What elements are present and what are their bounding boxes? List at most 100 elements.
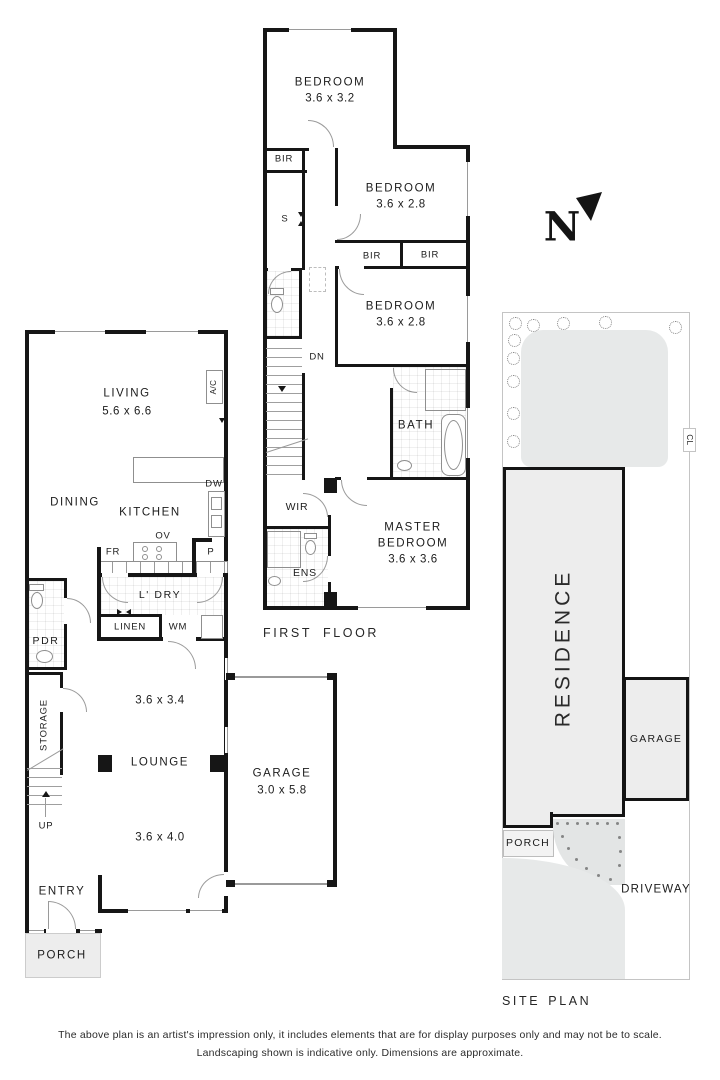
wall	[98, 614, 162, 617]
dn-label: DN	[309, 351, 325, 363]
wall	[335, 364, 470, 367]
door-opening	[60, 688, 63, 712]
wall	[196, 637, 228, 641]
lawn-area	[521, 330, 668, 467]
site-boundary	[502, 312, 690, 980]
wall	[302, 373, 305, 480]
wall	[263, 526, 331, 529]
north-letter: N	[543, 203, 581, 251]
wall	[97, 637, 163, 641]
window	[55, 329, 105, 335]
kitchen-label: KITCHEN	[119, 506, 181, 519]
residence-footprint	[503, 467, 625, 817]
first-floor-caption: FIRST FLOOR	[263, 626, 380, 640]
ac-unit	[206, 370, 223, 404]
window	[190, 908, 222, 914]
window	[225, 727, 231, 753]
wall	[393, 145, 470, 149]
staircase-up	[27, 768, 62, 812]
tree-icon	[557, 317, 570, 330]
pantry-label: P	[207, 546, 215, 558]
residence-footprint-step	[503, 812, 553, 828]
cl-label: CL	[685, 434, 694, 446]
lounge-dims-a: 3.6 x 3.4	[135, 694, 185, 707]
wall	[400, 243, 403, 269]
linen-label: LINEN	[114, 621, 146, 633]
wall	[159, 614, 162, 640]
ac-label: A/C	[209, 379, 218, 395]
wall	[299, 270, 302, 338]
toilet	[271, 296, 283, 313]
door-opening	[339, 266, 364, 269]
wall-stub	[226, 880, 235, 887]
site-plan-caption: SITE PLAN	[502, 994, 592, 1008]
door-mark-icon	[298, 221, 304, 226]
window	[465, 408, 471, 458]
window	[146, 329, 198, 335]
wall-stub	[324, 592, 337, 607]
tree-icon	[527, 319, 540, 332]
wall	[328, 480, 331, 607]
window	[225, 658, 231, 680]
wall-stub	[226, 673, 235, 680]
ov-label: OV	[155, 530, 171, 542]
stair-arrow-icon	[278, 386, 286, 392]
wall	[60, 672, 63, 775]
wm-label: WM	[168, 621, 188, 633]
cooktop-burner	[142, 546, 148, 552]
column	[210, 755, 224, 772]
laundry-label: L' DRY	[138, 588, 182, 601]
door-arc	[48, 901, 76, 929]
cl-marker	[683, 428, 696, 452]
wall	[466, 145, 470, 610]
door-mark-icon	[219, 418, 225, 423]
tree-icon	[669, 321, 682, 334]
door-opening	[328, 493, 331, 515]
cooktop	[133, 542, 177, 562]
door-arc	[308, 120, 334, 147]
site-porch	[503, 830, 554, 857]
master-bedroom-label: BEDROOM	[377, 537, 449, 550]
door-opening	[328, 556, 331, 582]
wall	[263, 336, 302, 339]
site-garage-label: GARAGE	[629, 732, 683, 745]
toilet	[31, 592, 43, 609]
door-arc	[339, 269, 364, 295]
bir-label: BIR	[274, 153, 294, 165]
wall	[263, 28, 267, 610]
toilet	[304, 533, 317, 539]
living-label: LIVING	[103, 387, 151, 400]
site-porch-label: PORCH	[506, 836, 550, 849]
lounge-label: LOUNGE	[130, 756, 190, 769]
sink-basin	[211, 497, 222, 510]
window	[289, 27, 351, 33]
wall	[333, 674, 337, 887]
stair-arrow-icon	[42, 791, 50, 797]
basin	[268, 576, 281, 586]
door-opening	[268, 268, 291, 271]
up-label: UP	[38, 820, 54, 832]
wall	[64, 578, 67, 670]
fr-label: FR	[105, 546, 121, 558]
window	[128, 908, 186, 914]
door-arc	[341, 480, 367, 506]
shower	[425, 369, 466, 411]
tree-icon	[509, 317, 522, 330]
toilet	[270, 288, 284, 295]
washing-machine	[201, 615, 223, 639]
door-opening	[64, 598, 67, 624]
entry-label: ENTRY	[38, 885, 86, 898]
cooktop-burner	[142, 554, 148, 560]
kitchen-island	[133, 457, 224, 483]
window	[465, 162, 471, 216]
wall	[393, 28, 397, 149]
dw-label: DW	[205, 478, 223, 490]
bedroom3-label: BEDROOM	[365, 300, 437, 313]
wall	[25, 672, 63, 675]
living-dims: 5.6 x 6.6	[102, 405, 152, 418]
dining-label: DINING	[50, 496, 100, 509]
wall	[335, 148, 338, 206]
door-arc	[67, 598, 91, 623]
cooktop-burner	[156, 546, 162, 552]
door-mark-icon	[117, 609, 122, 615]
